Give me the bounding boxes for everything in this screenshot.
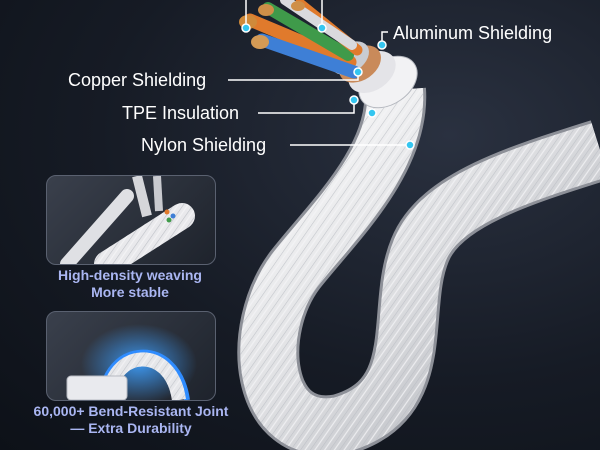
label-aluminum-shielding: Aluminum Shielding [393,23,553,43]
callout-dot-aluminum [377,40,387,50]
caption-weaving: High-density weaving More stable [36,267,224,301]
callout-dot-copper [353,67,363,77]
callout-leaders [228,0,415,150]
inset-weaving-closeup [46,175,216,265]
callout-dot-tpe-upper [349,95,359,105]
inner-wires [239,0,363,79]
caption-bend: 60,000+ Bend-Resistant Joint — Extra Dur… [16,403,246,437]
label-tpe-insulation: TPE Insulation [122,103,240,123]
caption-bend-line2: — Extra Durability [70,420,192,436]
label-copper-shielding: Copper Shielding [68,70,207,90]
callout-dot-tpe [367,108,377,118]
caption-weaving-line2: More stable [91,284,169,300]
callout-dot-top-right [317,23,327,33]
inset-bend-joint [46,311,216,401]
callout-dot-nylon [405,140,415,150]
callout-dot-top-left [241,23,251,33]
caption-bend-line1: 60,000+ Bend-Resistant Joint [33,403,229,419]
caption-weaving-line1: High-density weaving [58,267,202,283]
braided-cable [237,87,600,450]
label-nylon-shielding: Nylon Shielding [141,135,267,155]
